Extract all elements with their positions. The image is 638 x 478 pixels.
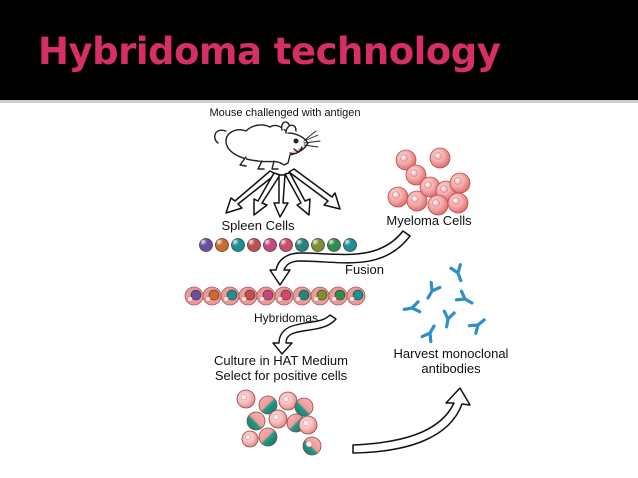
title-bar: Hybridoma technology — [0, 0, 638, 100]
antibody-icon — [426, 280, 442, 300]
antibody-icon — [420, 324, 436, 344]
hybridomas-label: Hybridomas — [254, 311, 318, 325]
hybridoma-diagram: Mouse challenged with antigen Spleen Cel… — [184, 107, 509, 456]
myeloma-cells-label: Myeloma Cells — [386, 213, 472, 228]
mouse-to-spleen-arrows — [225, 168, 341, 218]
selected-cell — [294, 397, 314, 417]
fusion-label: Fusion — [345, 262, 384, 277]
harvest-label-line1: Harvest monoclonal — [394, 346, 509, 361]
myeloma-cells-cluster — [387, 147, 471, 216]
antibody-icon — [454, 289, 474, 305]
mouse-icon — [214, 121, 321, 170]
culture-to-harvest-arrow — [352, 387, 471, 454]
selected-cell — [302, 436, 322, 456]
antibodies-group — [402, 263, 486, 344]
selected-cells-cluster — [236, 389, 322, 456]
culture-label-line1: Culture in HAT Medium — [214, 353, 348, 368]
selected-cell — [246, 411, 266, 431]
selected-cell — [258, 427, 278, 447]
fusion-arrow — [269, 230, 411, 286]
hybridomas-row — [184, 286, 366, 306]
mouse-label: Mouse challenged with antigen — [209, 107, 360, 119]
antibody-icon — [449, 263, 463, 283]
slide-title: Hybridoma technology — [38, 30, 501, 73]
slide-body: Mouse challenged with antigen Spleen Cel… — [0, 100, 638, 478]
harvest-label-line2: antibodies — [421, 361, 481, 376]
spleen-cells-row — [199, 238, 357, 252]
antibody-icon — [402, 300, 422, 314]
spleen-cells-label: Spleen Cells — [222, 218, 295, 233]
antibody-icon — [467, 318, 486, 335]
antibody-icon — [442, 309, 456, 329]
culture-label-line2: Select for positive cells — [215, 368, 348, 383]
hybridoma-to-culture-arrow — [272, 314, 337, 355]
selected-cell — [258, 395, 278, 415]
